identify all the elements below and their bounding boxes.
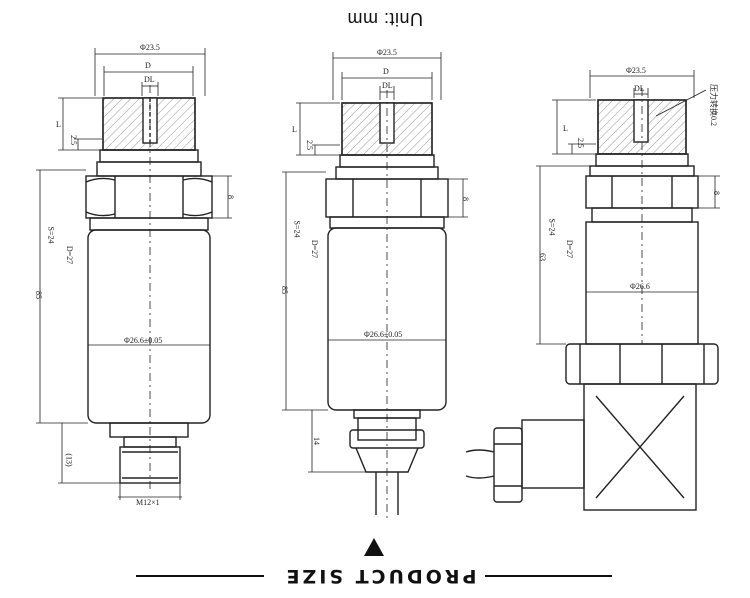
right-dim-8: 8 bbox=[712, 191, 721, 195]
left-dim-l: L bbox=[56, 120, 61, 129]
middle-dim-d: D bbox=[383, 67, 389, 76]
center-slot bbox=[633, 99, 649, 143]
left-body-diameter: Φ26.6±0.05 bbox=[124, 336, 163, 345]
right-hex-s: S=24 bbox=[547, 218, 557, 236]
left-length: 85 bbox=[34, 291, 43, 299]
left-hex-d: D=27 bbox=[65, 245, 75, 265]
left-dim-d: D bbox=[145, 61, 151, 70]
sensor-drawing-right bbox=[465, 70, 720, 511]
left-dim-2-5: 2.5 bbox=[69, 135, 78, 145]
sensor-drawing-left bbox=[36, 48, 232, 500]
right-dim-2-5: 2.5 bbox=[576, 138, 585, 148]
middle-hex-s: S=24 bbox=[292, 220, 302, 238]
left-dim-dl: DL bbox=[144, 75, 155, 84]
middle-dim-dl: DL bbox=[382, 81, 393, 90]
middle-dim-8: 8 bbox=[461, 197, 470, 201]
middle-hex-d: D=27 bbox=[310, 239, 320, 259]
left-dim-8: 8 bbox=[226, 195, 235, 199]
right-dim-dl: DL bbox=[634, 84, 645, 93]
middle-dim-2-5: 2.5 bbox=[305, 140, 314, 150]
left-thread-length: (13) bbox=[64, 453, 74, 467]
up-triangle-icon bbox=[364, 538, 384, 556]
right-note-label: 压力转换0.2 bbox=[709, 84, 718, 126]
right-hex-d: D=27 bbox=[565, 239, 575, 259]
middle-body-diameter: Φ26.6±0.05 bbox=[364, 330, 403, 339]
unit-label: Unit: mm bbox=[347, 9, 423, 29]
din-connector-band bbox=[565, 343, 719, 385]
middle-dim-l: L bbox=[292, 125, 297, 134]
sensor-drawing-middle bbox=[282, 52, 468, 520]
right-body-diameter: Φ26.6 bbox=[630, 282, 650, 291]
product-size-title: PRODUCT SIZE bbox=[283, 565, 477, 587]
hex-nut bbox=[85, 175, 213, 219]
left-thread-spec: M12×1 bbox=[136, 498, 160, 507]
middle-gland-length: 14 bbox=[312, 437, 321, 445]
side-cable-gland bbox=[521, 419, 585, 489]
middle-dim-total-diameter: Φ23.5 bbox=[377, 48, 397, 57]
left-hex-s: S=24 bbox=[46, 226, 56, 244]
right-dim-total-diameter: Φ23.5 bbox=[626, 66, 646, 75]
left-dim-total-diameter: Φ23.5 bbox=[140, 43, 160, 52]
middle-length: 85 bbox=[280, 286, 289, 294]
sensor-body bbox=[87, 229, 211, 424]
right-dim-l: L bbox=[563, 124, 568, 133]
right-length: 63 bbox=[538, 253, 547, 261]
